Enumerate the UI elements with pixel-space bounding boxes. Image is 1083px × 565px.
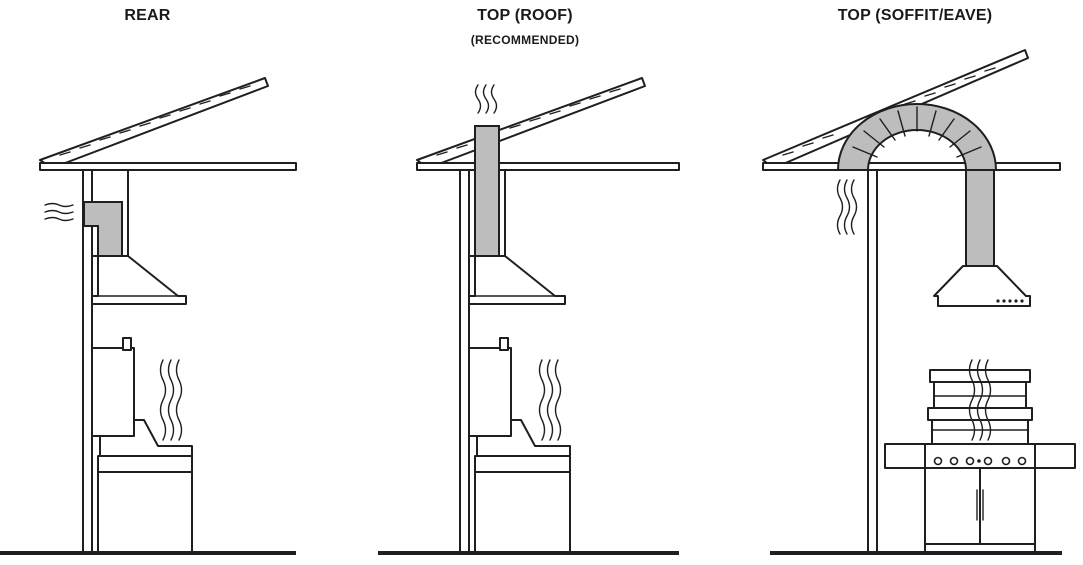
panel-subtitle-roof: (RECOMMENDED) bbox=[470, 33, 580, 47]
grill-smoke bbox=[538, 359, 562, 441]
exhaust-smoke bbox=[836, 179, 858, 235]
grill-smoke bbox=[968, 359, 992, 441]
grill bbox=[91, 337, 193, 553]
roof bbox=[39, 77, 297, 171]
panel-title-soffit: TOP (SOFFIT/EAVE) bbox=[837, 7, 993, 24]
grill bbox=[884, 369, 1076, 553]
hood-duct bbox=[965, 169, 995, 267]
elbow-segments bbox=[852, 106, 982, 158]
range-hood bbox=[468, 255, 566, 305]
soffit-vent-panel bbox=[762, 49, 1076, 555]
exhaust-smoke bbox=[474, 84, 498, 114]
wall bbox=[82, 169, 93, 554]
panel-title-rear: REAR bbox=[124, 7, 171, 24]
range-hood bbox=[91, 255, 187, 305]
panel-title-roof: TOP (ROOF) bbox=[477, 7, 573, 24]
exhaust-smoke bbox=[44, 202, 74, 222]
soffit-duct-elbow bbox=[836, 103, 998, 171]
grill bbox=[468, 337, 571, 553]
grill-smoke bbox=[159, 359, 183, 441]
roof-duct bbox=[474, 125, 500, 257]
range-hood bbox=[933, 265, 1031, 307]
roof bbox=[416, 77, 680, 171]
wall bbox=[867, 169, 878, 554]
roof-vent-panel bbox=[378, 77, 680, 555]
rear-vent-panel bbox=[0, 77, 297, 555]
wall bbox=[459, 169, 470, 554]
hood-controls bbox=[996, 299, 1024, 303]
